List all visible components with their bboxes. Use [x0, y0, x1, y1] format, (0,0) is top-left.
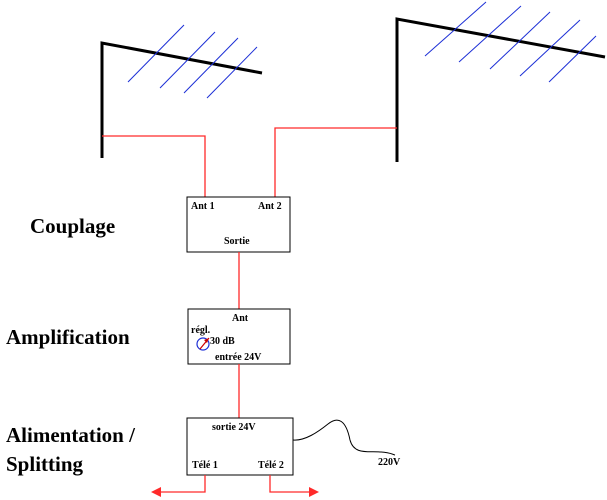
coupler-frame — [186, 196, 291, 253]
tv-2-output-arrow-icon — [269, 475, 319, 497]
coupling-stage-label: Couplage — [30, 214, 115, 238]
knob-pointer-head — [204, 338, 209, 343]
antenna-1-element — [159, 31, 216, 89]
coupler-output-label: Sortie — [224, 236, 250, 247]
coupler-input-2-label: Ant 2 — [258, 201, 282, 212]
power-supply-box: sortie 24V Télé 1 Télé 2 — [186, 417, 294, 476]
antenna-2 — [395, 1, 606, 162]
amplification-stage-label: Amplification — [6, 325, 130, 349]
antenna-2-elements-icon — [424, 1, 597, 83]
antenna-1 — [100, 24, 263, 158]
power-supply-output-label: sortie 24V — [212, 422, 256, 433]
tv-1-output-arrow-icon — [151, 475, 206, 497]
amplifier-adjust-label: régl. — [191, 325, 211, 336]
antenna-2-element — [489, 11, 551, 70]
antenna-2-element — [519, 19, 581, 77]
power-supply-frame — [186, 417, 294, 476]
mains-cable — [292, 419, 396, 456]
tv-1-arrowhead — [151, 487, 161, 497]
antenna-1-elements-icon — [127, 24, 258, 99]
cable-antenna-1 — [102, 135, 206, 197]
power-stage-label-line-1: Alimentation / — [6, 423, 136, 447]
tv-2-output-label: Télé 2 — [258, 460, 284, 471]
coupler-box: Ant 1 Ant 2 Sortie — [186, 196, 291, 253]
antenna-1-element — [183, 37, 239, 94]
cable-antenna-2 — [274, 127, 397, 197]
antenna-1-element — [127, 24, 185, 83]
coupler-input-1-label: Ant 1 — [191, 201, 215, 212]
amplifier-input-label: Ant — [232, 313, 249, 324]
tv-1-output-label: Télé 1 — [192, 460, 218, 471]
antenna-2-mast — [395, 17, 606, 162]
amplifier-gain-value: 30 dB — [210, 336, 235, 347]
tv-1-cable — [160, 475, 206, 493]
knob-ring — [196, 337, 210, 351]
mains-voltage-label: 220V — [378, 457, 401, 468]
antenna-2-element — [458, 5, 522, 63]
antenna-1-element — [206, 46, 258, 99]
tv-2-cable — [269, 475, 310, 493]
antenna-1-mast — [100, 41, 263, 158]
power-stage-label-line-2: Splitting — [6, 452, 84, 476]
antenna-2-element — [548, 35, 597, 83]
adjust-knob-icon — [196, 337, 210, 351]
antenna-2-element — [424, 1, 487, 57]
tv-2-arrowhead — [309, 487, 319, 497]
amplifier-box: Ant régl. 30 dB entrée 24V — [187, 308, 291, 365]
amplifier-power-input-label: entrée 24V — [215, 352, 262, 363]
